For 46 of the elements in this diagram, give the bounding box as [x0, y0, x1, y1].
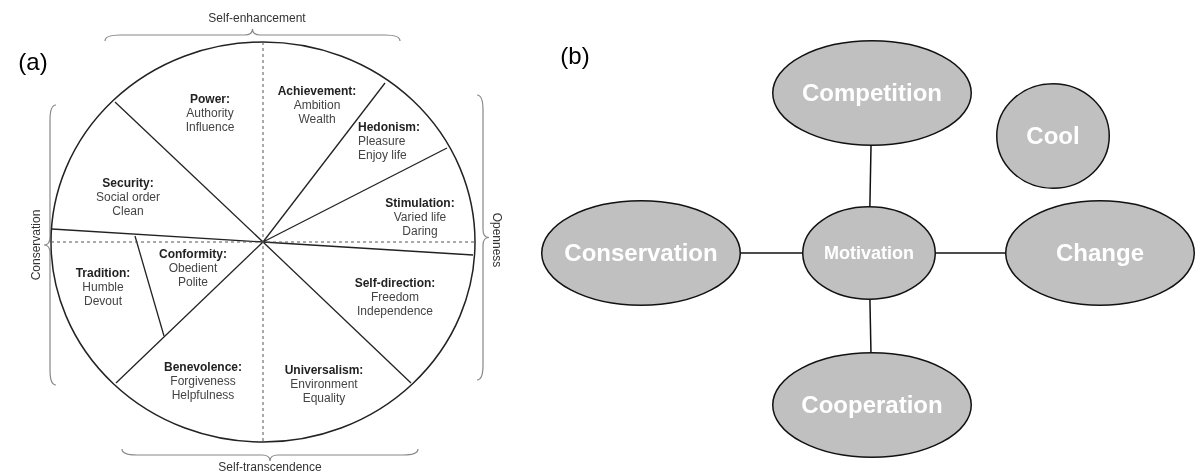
- value-example: Obedient: [168, 261, 218, 275]
- value-example: Polite: [178, 275, 208, 289]
- value-name: Stimulation:: [385, 196, 455, 210]
- node-label: Motivation: [823, 242, 915, 264]
- value-example: Ambition: [293, 98, 341, 112]
- value-example: Clean: [112, 204, 144, 218]
- value-name: Benevolence:: [164, 360, 242, 374]
- value-example: Daring: [402, 224, 438, 238]
- value-name: Universalism:: [284, 363, 364, 377]
- value-name: Tradition:: [75, 266, 131, 280]
- value-example: Equality: [302, 391, 346, 405]
- value-example: Helpfulness: [171, 388, 235, 402]
- dimension-label: Self-enhancement: [208, 11, 306, 25]
- node-label: Cooperation: [800, 391, 944, 419]
- value-example: Authority: [186, 106, 234, 120]
- value-example: Influence: [185, 120, 235, 134]
- value-example: Environment: [290, 377, 358, 391]
- node-label: Competition: [801, 79, 943, 107]
- value-example: Social order: [96, 190, 160, 204]
- value-example: Forgiveness: [170, 374, 236, 388]
- value-name: Self-direction:: [354, 276, 436, 290]
- value-example: Devout: [84, 294, 122, 308]
- value-example: Freedom: [371, 290, 419, 304]
- value-example: Varied life: [393, 210, 447, 224]
- panel-label: (b): [560, 42, 590, 70]
- value-name: Achievement:: [277, 84, 357, 98]
- value-example: Wealth: [298, 112, 336, 126]
- value-name: Power:: [190, 92, 230, 106]
- value-name: Security:: [102, 176, 154, 190]
- connector-line: [740, 252, 803, 254]
- node-label: Conservation: [563, 239, 719, 267]
- value-example: Humble: [82, 280, 124, 294]
- value-example: Enjoy life: [358, 148, 407, 162]
- value-example: Independence: [356, 304, 434, 318]
- node-label: Cool: [1025, 122, 1081, 150]
- connector-line: [869, 299, 872, 353]
- panel-label: (a): [18, 48, 48, 76]
- connector-line: [935, 252, 1006, 254]
- connector-line: [869, 145, 872, 207]
- value-example: Pleasure: [358, 134, 406, 148]
- dimension-label: Openness: [490, 212, 504, 268]
- value-name: Conformity:: [159, 247, 227, 261]
- dimension-label: Conservation: [29, 209, 43, 281]
- dimension-label: Self-transcendence: [218, 460, 322, 474]
- value-name: Hedonism:: [358, 120, 420, 134]
- node-label: Change: [1055, 239, 1145, 267]
